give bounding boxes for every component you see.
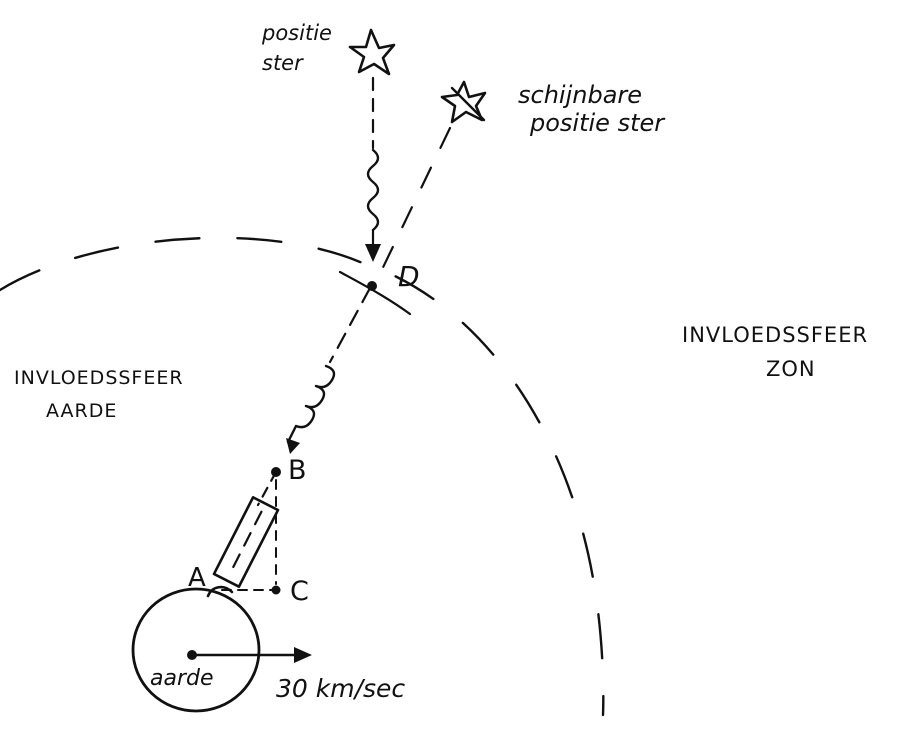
b-to-telescope-line — [256, 470, 278, 507]
sphere-crossing-arc — [338, 270, 412, 316]
earth-circle — [131, 587, 261, 713]
earth-label: aarde — [150, 666, 214, 691]
telescope — [212, 496, 280, 588]
sun-sphere-label: INVLOEDSSFEER ZON — [682, 323, 876, 381]
star-icon — [348, 28, 396, 76]
earth-sphere-label: INVLOEDSSFEER AARDE — [14, 367, 191, 422]
velocity-label: 30 km/sec — [276, 674, 405, 703]
point-c — [271, 585, 281, 595]
point-b — [271, 467, 281, 477]
star-icon — [440, 80, 487, 124]
point-b-label: B — [288, 455, 307, 486]
apparent-position-label: schijnbare positie ster — [518, 81, 666, 137]
point-a-label: A — [188, 563, 206, 593]
point-c-label: C — [290, 576, 309, 607]
refracted-light-arrowhead — [286, 438, 300, 454]
earth-sphere-boundary — [0, 236, 605, 717]
velocity-arrowhead — [294, 647, 312, 663]
apparent-light-line-middle — [328, 286, 372, 364]
apparent-light-line-upper — [374, 126, 452, 284]
true-light-wave — [366, 148, 380, 232]
point-d-label: D — [398, 260, 420, 293]
refracted-light-wave — [286, 364, 336, 444]
true-light-arrowhead — [365, 244, 381, 262]
point-d — [367, 281, 377, 291]
star-position-label: positie ster — [261, 21, 339, 75]
